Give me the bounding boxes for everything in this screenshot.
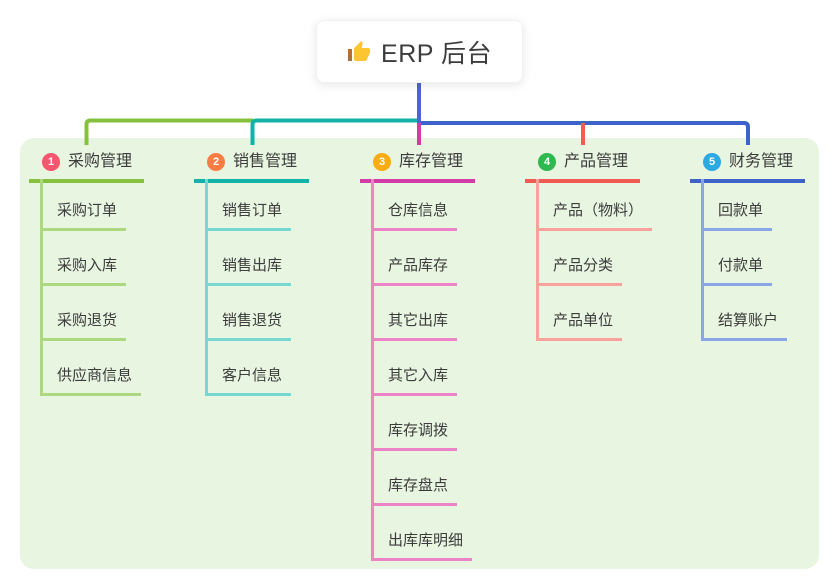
branches-background-panel: [20, 138, 819, 569]
child-node[interactable]: 回款单: [701, 202, 773, 231]
child-node[interactable]: 客户信息: [205, 367, 292, 396]
child-node[interactable]: 产品分类: [536, 257, 623, 286]
child-node[interactable]: 销售订单: [205, 202, 292, 231]
branch-5-children-connector: [701, 179, 704, 340]
child-node[interactable]: 仓库信息: [371, 202, 458, 231]
branch-header-5[interactable]: 5 财务管理: [690, 148, 806, 183]
child-node[interactable]: 库存盘点: [371, 477, 458, 506]
branch-header-3[interactable]: 3 库存管理: [360, 148, 476, 183]
branch-number-badge: 5: [703, 153, 721, 171]
thumbs-up-icon: [347, 40, 371, 64]
branch-header-1[interactable]: 1 采购管理: [29, 148, 145, 183]
branch-number-badge: 2: [207, 153, 225, 171]
branch-number-badge: 3: [373, 153, 391, 171]
child-node[interactable]: 出库库明细: [371, 532, 473, 561]
child-node[interactable]: 采购入库: [40, 257, 127, 286]
branch-label: 库存管理: [399, 153, 464, 170]
child-node[interactable]: 销售出库: [205, 257, 292, 286]
root-label: ERP 后台: [381, 39, 492, 68]
child-node[interactable]: 供应商信息: [40, 367, 142, 396]
branch-label: 财务管理: [729, 153, 794, 170]
branch-number-badge: 4: [538, 153, 556, 171]
branch-label: 产品管理: [564, 153, 629, 170]
child-node[interactable]: 其它入库: [371, 367, 458, 396]
branch-label: 销售管理: [233, 153, 298, 170]
child-node[interactable]: 结算账户: [701, 312, 788, 341]
child-node[interactable]: 产品单位: [536, 312, 623, 341]
branch-4-children-connector: [536, 179, 539, 340]
child-node[interactable]: 库存调拨: [371, 422, 458, 451]
child-node[interactable]: 采购退货: [40, 312, 127, 341]
branch-header-2[interactable]: 2 销售管理: [194, 148, 310, 183]
branch-3-children-connector: [371, 179, 374, 560]
branch-label: 采购管理: [68, 153, 133, 170]
branch-header-4[interactable]: 4 产品管理: [525, 148, 641, 183]
branch-1-children-connector: [40, 179, 43, 395]
child-node[interactable]: 付款单: [701, 257, 773, 286]
child-node[interactable]: 产品（物料）: [536, 202, 653, 231]
branch-2-children-connector: [205, 179, 208, 395]
root-node[interactable]: ERP 后台: [316, 20, 523, 83]
child-node[interactable]: 其它出库: [371, 312, 458, 341]
child-node[interactable]: 产品库存: [371, 257, 458, 286]
child-node[interactable]: 采购订单: [40, 202, 127, 231]
branch-number-badge: 1: [42, 153, 60, 171]
child-node[interactable]: 销售退货: [205, 312, 292, 341]
